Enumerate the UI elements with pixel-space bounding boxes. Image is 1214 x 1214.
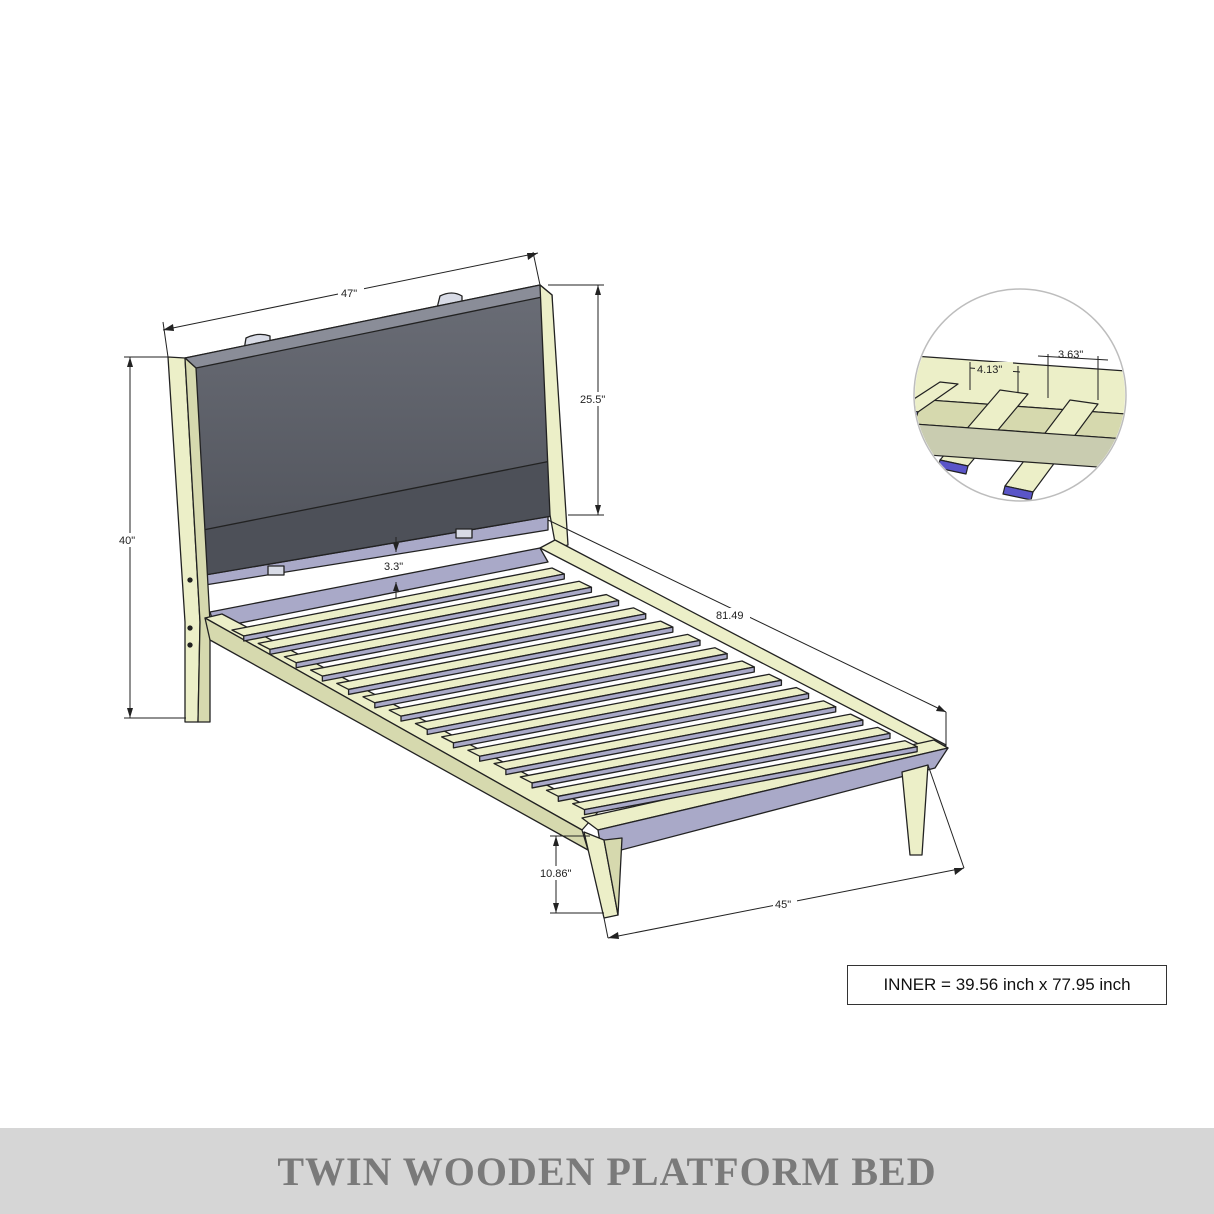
dim-slat-gap: 3.63" [1058,349,1083,361]
slat-edge [426,666,755,736]
post-bolt [187,577,193,583]
front-left-leg-side [603,837,623,916]
slat-edge [505,706,837,776]
post-bolt [187,642,193,648]
dim-panel-height: 25.5" [580,394,605,406]
slat-edge [557,732,891,802]
slat-edge [243,573,565,642]
zoom-slat-edge [1002,485,1034,500]
post-bolt [187,625,193,631]
dimension-arrows [127,253,964,939]
dimension-labels: 47" 25.5" 40" 3.3" 81.49 10.86" 45" [118,286,797,911]
slat-edge [269,586,593,656]
slat-edge [583,746,918,816]
slat-edge [295,599,620,669]
slats [231,567,918,816]
slat-edge [374,639,701,709]
slat-edge [400,653,728,722]
slat-edge [347,626,674,696]
inner-dimensions-note: INNER = 39.56 inch x 77.95 inch [847,965,1167,1005]
headboard-clip-right [455,528,473,539]
dim-slat-width: 4.13" [977,364,1002,376]
dim-width-bottom: 45" [775,899,791,911]
left-post-side [184,357,211,723]
front-right-leg [901,764,929,856]
dim-width-top: 47" [341,288,357,300]
zoom-rail [915,354,1125,416]
dim-total-height: 40" [119,535,135,547]
dim-length: 81.49 [716,610,744,622]
slat-edge [479,692,810,762]
inner-dimensions-text: INNER = 39.56 inch x 77.95 inch [883,975,1131,994]
bed-illustration [167,284,949,919]
slat-detail-zoom: 4.13" 3.63" [913,288,1127,502]
slat-edge [452,679,783,749]
slat-edge [321,613,647,682]
title-band: TWIN WOODEN PLATFORM BED [0,1128,1214,1214]
page-title: TWIN WOODEN PLATFORM BED [277,1148,937,1194]
slat-edge [531,719,864,789]
zoom-slat [915,381,959,413]
dim-leg-height: 10.86" [540,868,572,880]
zoom-rail-lower [915,422,1125,471]
dim-panel-gap: 3.3" [384,561,403,573]
zoom-rail-inner [915,397,1125,441]
headboard-clip-left [267,565,285,576]
